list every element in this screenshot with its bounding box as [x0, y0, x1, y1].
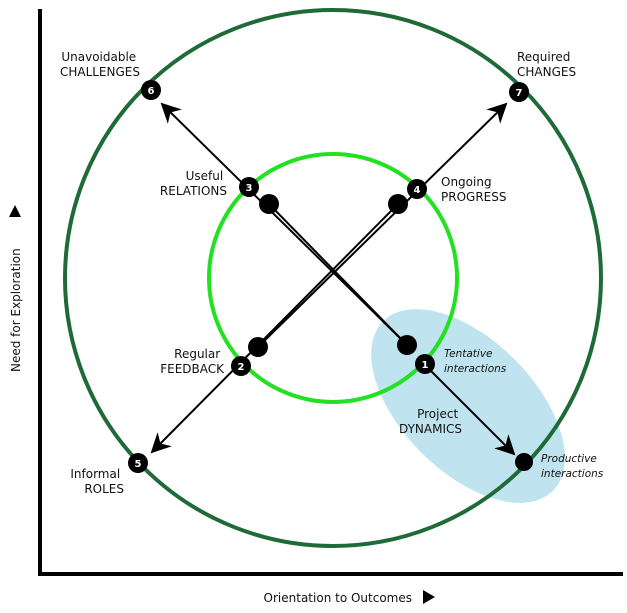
project-dynamics-line-2: DYNAMICS [399, 422, 462, 436]
x-axis-arrow-icon [423, 590, 435, 604]
node-2-badge [231, 356, 251, 376]
arrow-progress-to-roles [150, 203, 399, 454]
arrow-tentative-to-productive [427, 367, 516, 456]
node-2-label-line-2: FEEDBACK [160, 362, 225, 376]
start-dot-bottom-right [397, 335, 417, 355]
node-4-label: Ongoing PROGRESS [441, 175, 506, 204]
node-4-label-line-1: Ongoing [441, 175, 492, 189]
node-2[interactable]: 2 [231, 356, 251, 376]
start-dot-top-right [388, 194, 408, 214]
inner-circle [207, 152, 459, 404]
node-6-label: Unavoidable CHALLENGES [60, 50, 140, 79]
node-2-number: 2 [238, 362, 245, 373]
node-1[interactable]: 1 [415, 354, 435, 374]
node-4-number: 4 [414, 185, 421, 196]
node-2-label-line-1: Regular [174, 347, 220, 361]
productive-label-line-1: Productive [541, 453, 597, 465]
node-1-badge [415, 354, 435, 374]
arrow-feedback-to-changes [257, 102, 508, 348]
node-3-badge [239, 177, 259, 197]
node-7-badge [509, 82, 529, 102]
start-dot-bottom-left [248, 337, 268, 357]
node-5[interactable]: 5 [128, 453, 148, 473]
node-7-label: Required CHANGES [517, 50, 576, 79]
node-2-label: Regular FEEDBACK [160, 347, 225, 376]
node-6[interactable]: 6 [141, 80, 161, 100]
node-3-number: 3 [246, 183, 253, 194]
node-7-number: 7 [516, 88, 523, 99]
outer-circle [63, 8, 603, 548]
node-3-label: Useful RELATIONS [160, 169, 227, 198]
node-7-label-line-2: CHANGES [517, 65, 576, 79]
node-7[interactable]: 7 [509, 82, 529, 102]
node-1-label-line-1: Tentative [444, 348, 493, 360]
y-axis-label: Need for Exploration [9, 248, 23, 372]
project-dynamics-label: Project DYNAMICS [399, 407, 462, 436]
node-5-label-line-2: ROLES [84, 482, 124, 496]
y-axis-arrow-icon [9, 205, 21, 217]
node-6-label-line-2: CHALLENGES [60, 65, 140, 79]
start-dot-top-left [259, 194, 279, 214]
node-4[interactable]: 4 [407, 179, 427, 199]
node-3-label-line-2: RELATIONS [160, 184, 227, 198]
node-4-badge [407, 179, 427, 199]
line-relations-to-start [268, 203, 408, 346]
node-5-label: Informal ROLES [70, 467, 124, 496]
node-6-badge [141, 80, 161, 100]
x-axis-label: Orientation to Outcomes [264, 591, 412, 605]
node-5-badge [128, 453, 148, 473]
node-1-label: Tentative interactions [444, 348, 507, 375]
node-5-number: 5 [135, 459, 142, 470]
node-7-label-line-1: Required [517, 50, 570, 64]
node-5-label-line-1: Informal [70, 467, 120, 481]
productive-interactions-label: Productive interactions [541, 453, 604, 480]
node-4-label-line-2: PROGRESS [441, 190, 506, 204]
node-3-label-line-1: Useful [186, 169, 224, 183]
node-6-label-line-1: Unavoidable [61, 50, 136, 64]
productive-label-line-2: interactions [541, 468, 604, 480]
arrow-tentative-to-challenges [160, 102, 408, 346]
node-1-label-line-2: interactions [444, 363, 507, 375]
project-dynamics-line-1: Project [417, 407, 458, 421]
productive-interactions-dot [515, 453, 533, 471]
node-3[interactable]: 3 [239, 177, 259, 197]
node-6-number: 6 [148, 86, 155, 97]
node-1-number: 1 [422, 360, 429, 371]
